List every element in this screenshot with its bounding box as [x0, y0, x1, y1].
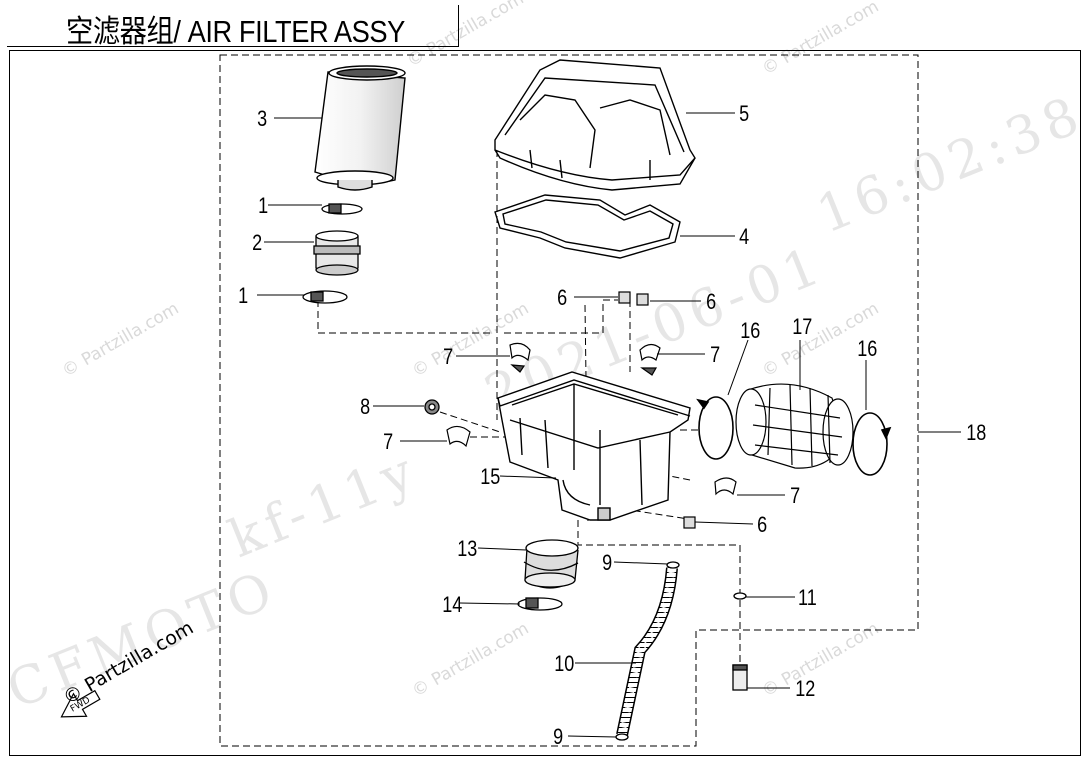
hose-clip-9 [615, 561, 680, 741]
callout-8: 8 [360, 394, 371, 419]
axis-line [317, 299, 618, 334]
callout-18: 18 [966, 420, 987, 445]
callout-1: 1 [238, 283, 249, 308]
assembly-boundary [219, 54, 919, 747]
callout-6: 6 [557, 285, 568, 310]
title-box [7, 5, 459, 47]
page-title: 空滤器组/ AIR FILTER ASSY [66, 14, 405, 49]
callout-7: 7 [443, 344, 454, 369]
callout-10: 10 [554, 651, 575, 676]
callout-16: 16 [857, 336, 878, 361]
inlet-pipe [523, 539, 579, 589]
callout-12: 12 [795, 676, 816, 701]
axis-line [577, 520, 741, 682]
callout-6: 6 [757, 512, 768, 537]
diagram-frame [9, 50, 1081, 756]
callout-11: 11 [798, 585, 817, 610]
callout-14: 14 [442, 592, 463, 617]
callout-1: 1 [258, 193, 269, 218]
clamp-top [321, 203, 363, 215]
callout-6: 6 [706, 289, 717, 314]
filter-element [314, 65, 406, 191]
fwd-arrow-icon [60, 689, 101, 718]
plug-12 [732, 664, 748, 691]
connecting-pipe [735, 383, 854, 469]
drain-hose [616, 567, 678, 737]
seal-gasket [494, 194, 681, 259]
clip-11 [733, 592, 747, 600]
filter-sleeve [313, 230, 361, 276]
callout-13: 13 [457, 536, 478, 561]
air-box [497, 371, 691, 521]
axis-line [439, 411, 696, 521]
grommet [424, 399, 440, 415]
clamp-bottom [302, 290, 348, 304]
callout-5: 5 [739, 101, 750, 126]
leader-lines [257, 112, 961, 738]
callout-9: 9 [602, 550, 613, 575]
callout-17: 17 [792, 314, 813, 339]
callout-7: 7 [710, 342, 721, 367]
callout-7: 7 [790, 483, 801, 508]
air-box-cover [494, 59, 696, 191]
callout-7: 7 [383, 429, 394, 454]
callout-16: 16 [740, 318, 761, 343]
clamp-14 [517, 597, 563, 611]
hose-clamp-16 [696, 396, 892, 476]
clip-7 [446, 342, 737, 496]
callout-15: 15 [480, 464, 501, 489]
callout-2: 2 [252, 230, 263, 255]
clip-6 [618, 291, 696, 529]
callout-4: 4 [739, 224, 750, 249]
callout-9: 9 [553, 724, 564, 749]
callout-3: 3 [257, 106, 268, 131]
